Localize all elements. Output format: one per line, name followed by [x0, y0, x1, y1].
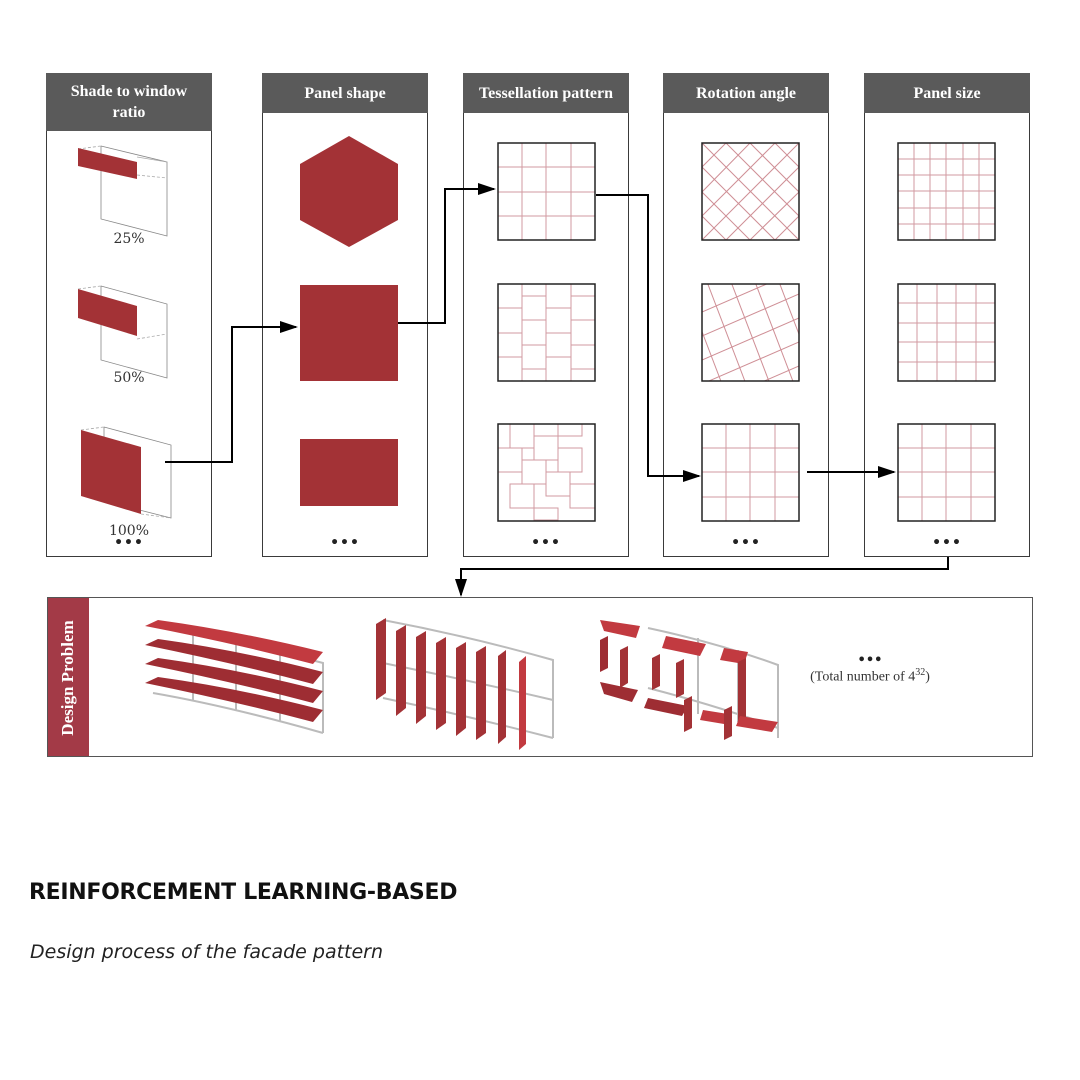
column-header: Tessellation pattern: [463, 73, 629, 113]
rectangle-shape-icon: [300, 439, 398, 506]
shade-100-icon: [80, 426, 172, 519]
option-label-25: 25%: [113, 231, 145, 247]
running-bond-pattern-icon: [497, 283, 596, 382]
size-4x4-icon: [897, 423, 996, 522]
shade-ratio-illustrations: [77, 145, 172, 519]
column-rotation-angle: Rotation angle •••: [663, 73, 829, 557]
option-label-50: 50%: [113, 370, 145, 386]
column-header: Panel shape: [262, 73, 428, 113]
rotation-30-icon: [702, 284, 799, 381]
size-6x6-icon: [897, 142, 996, 241]
horizontal-louvers-facade-icon: [145, 620, 324, 734]
facade-examples: [145, 618, 779, 750]
square-shape-icon: [300, 285, 398, 381]
arrow-size-to-design-problem: [455, 557, 949, 597]
column-header: Rotation angle: [663, 73, 829, 113]
caption-subtitle: Design process of the facade pattern: [30, 941, 384, 963]
panel-size-illustrations: [897, 142, 996, 522]
column-panel-size: Panel size •••: [864, 73, 1030, 557]
column-panel-shape: Panel shape •••: [262, 73, 428, 557]
more-options-dots: •••: [932, 535, 962, 551]
total-combinations-text: (Total number of 432): [810, 667, 930, 685]
vertical-fins-facade-icon: [376, 618, 554, 750]
more-designs-dots: •••: [857, 653, 883, 668]
rotation-illustrations: [701, 142, 800, 522]
pinwheel-pattern-icon: [497, 423, 596, 522]
shade-50-icon: [77, 285, 168, 379]
column-header: Panel size: [864, 73, 1030, 113]
mixed-pattern-facade-icon: [600, 620, 779, 740]
rotation-0-icon: [701, 423, 800, 522]
panel-shape-illustrations: [300, 136, 398, 506]
more-options-dots: •••: [114, 535, 144, 551]
grid-pattern-icon: [497, 142, 596, 241]
hexagon-shape-icon: [300, 136, 398, 247]
design-problem-panel: Design Problem: [47, 597, 1033, 757]
more-options-dots: •••: [531, 535, 561, 551]
design-problem-sidebar: Design Problem: [48, 598, 89, 756]
option-label-100: 100%: [108, 523, 150, 539]
column-tessellation: Tessellation pattern •••: [463, 73, 629, 557]
rotation-45-icon: [702, 143, 799, 240]
tessellation-illustrations: [497, 142, 596, 522]
caption-title: REINFORCEMENT LEARNING-BASED: [29, 880, 458, 905]
size-5x5-icon: [897, 283, 996, 382]
more-options-dots: •••: [330, 535, 360, 551]
more-options-dots: •••: [731, 535, 761, 551]
shade-25-icon: [77, 145, 168, 237]
